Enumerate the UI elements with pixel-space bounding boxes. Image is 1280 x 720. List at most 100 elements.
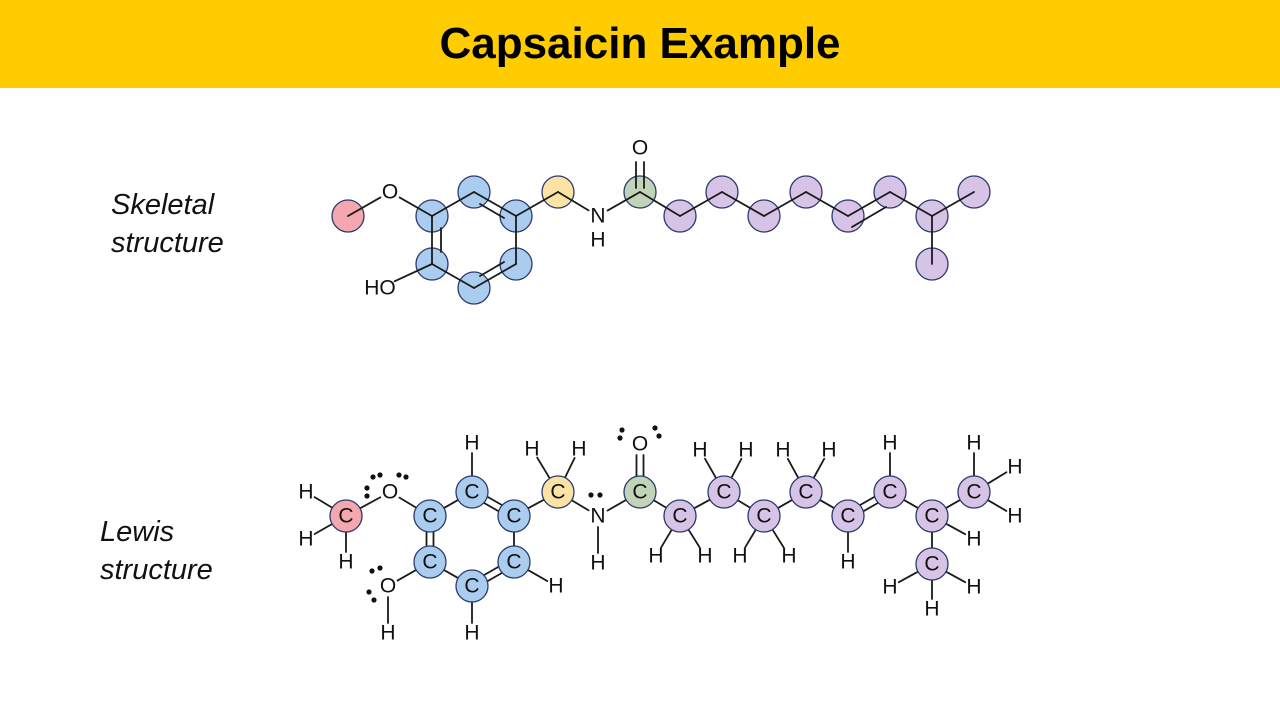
ring-double-bond [483, 502, 500, 513]
hydrogen-label: H [781, 545, 796, 568]
bond-line [776, 499, 794, 509]
bond-line [557, 191, 590, 212]
bond-line [639, 191, 681, 217]
hydrogen-label: H [692, 439, 707, 462]
lone-pair-dot [371, 597, 377, 603]
bond-line [805, 191, 849, 217]
bond-line [431, 191, 475, 217]
chain-carbon-label: C [756, 505, 771, 528]
h-bond-line [704, 457, 717, 480]
lone-pair-dot [364, 485, 370, 491]
hydrogen-label: H [775, 439, 790, 462]
hydrogen-label: H [571, 438, 586, 461]
ring-double-bond [483, 565, 500, 576]
lone-pair-dot [619, 427, 625, 433]
lone-pair-dot [366, 589, 372, 595]
lone-pair-dot [370, 474, 376, 480]
hydrogen-label: H [882, 432, 897, 455]
lone-pair-dot [617, 435, 623, 441]
carbonyl-oxygen-label: O [632, 433, 648, 456]
hydrogen-label: H [298, 528, 313, 551]
hydrogen-label: H [732, 545, 747, 568]
chain-carbon-circle [915, 499, 949, 533]
amide-hydrogen-label: H [590, 229, 605, 252]
hydroxyl-oxygen-label: O [380, 575, 396, 598]
ring-double-bond [486, 495, 503, 506]
ring-carbon-label: C [422, 505, 437, 528]
hydrogen-label: H [1007, 505, 1022, 528]
lone-pair-dot [369, 568, 375, 574]
chain-carbon-circle [831, 499, 865, 533]
ring-carbon-label: C [422, 551, 437, 574]
hydrogen-label: H [464, 432, 479, 455]
skeletal-structure-label: Skeletal structure [111, 186, 224, 262]
hydrogen-label: H [966, 528, 981, 551]
carbonyl-carbon-circle [623, 475, 657, 509]
chain-carbon-label: C [882, 481, 897, 504]
h-bond-line [945, 570, 967, 584]
skeletal-label-line1: Skeletal [111, 189, 215, 221]
lone-pair-dot [652, 425, 658, 431]
methyl-carbon-circle [329, 499, 363, 533]
bond-line [679, 191, 723, 217]
ring-carbon-circle [455, 569, 489, 603]
amide-nitrogen-label: N [590, 205, 605, 228]
hydrogen-label: H [338, 551, 353, 574]
chain-carbon-circle [747, 499, 781, 533]
hydrogen-label: H [924, 598, 939, 621]
ring-carbon-circle [455, 475, 489, 509]
h-bond-line [660, 528, 673, 549]
benzyl-carbon-label: C [550, 481, 565, 504]
bond-line [347, 196, 382, 217]
h-bond-line [313, 523, 334, 535]
chain-carbon-label: C [924, 553, 939, 576]
benzyl-carbon-circle [541, 475, 575, 509]
ring-carbon-label: C [464, 481, 479, 504]
bond-line [442, 569, 460, 579]
lone-pair-dot [403, 474, 409, 480]
h-bond-line [986, 471, 1008, 485]
bond-line [473, 263, 517, 289]
ring-carbon-circle [497, 545, 531, 579]
h-bond-line [786, 457, 800, 479]
methoxy-oxygen-label: O [382, 181, 398, 204]
h-bond-line [986, 499, 1008, 512]
ring-carbon-circle [413, 545, 447, 579]
ring-carbon-label: C [506, 505, 521, 528]
lone-pair-dot [377, 472, 383, 478]
ring-carbon-circle [413, 499, 447, 533]
hydrogen-label: H [738, 439, 753, 462]
h-bond-line [687, 528, 701, 549]
hydrogen-label: H [524, 438, 539, 461]
bond-line [527, 498, 545, 510]
hydrogen-label: H [1007, 456, 1022, 479]
hydrogen-label: H [648, 545, 663, 568]
bond-line [398, 496, 418, 509]
bond-line [606, 499, 628, 512]
hydrogen-label: H [464, 622, 479, 645]
h-bond-line [526, 569, 549, 582]
bond-line [652, 499, 668, 509]
h-bond-line [771, 528, 785, 549]
hydrogen-label: H [840, 551, 855, 574]
hydroxyl-label: HO [364, 277, 396, 300]
chain-carbon-label: C [798, 481, 813, 504]
bond-line [944, 499, 962, 509]
slide-title: Capsaicin Example [439, 19, 841, 68]
chain-carbon-label: C [966, 481, 981, 504]
ring-carbon-circle [497, 499, 531, 533]
chain-double-bond [851, 206, 887, 228]
bond-line [736, 499, 752, 509]
lone-pair-dot [656, 433, 662, 439]
chain-carbon-circle [789, 475, 823, 509]
bond-line [902, 499, 920, 509]
lone-pair-dot [377, 565, 383, 571]
bond-line [847, 191, 891, 217]
h-bond-line [744, 528, 757, 549]
methoxy-oxygen-label: O [382, 481, 398, 504]
bond-line [396, 569, 418, 582]
bond-line [721, 191, 765, 217]
